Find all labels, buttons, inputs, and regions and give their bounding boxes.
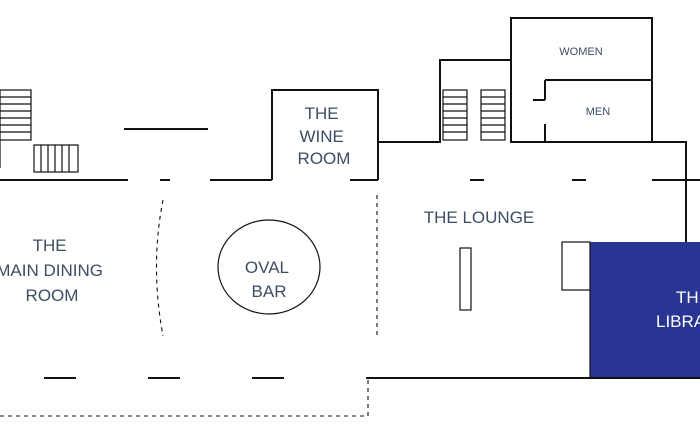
lounge-upper-wall — [378, 59, 545, 143]
lower-dashed-outline — [0, 378, 369, 417]
library-room[interactable] — [590, 242, 700, 378]
stairs-lounge-1 — [442, 89, 468, 141]
library-label: THE LIBRARY — [656, 288, 700, 331]
restroom-block-wall — [510, 17, 653, 143]
lounge-label: THE LOUNGE — [424, 208, 535, 227]
oval-bar-label: OVAL BAR — [245, 258, 293, 301]
women-restroom-label: WOMEN — [559, 46, 602, 58]
wine-room-label: THE WINE ROOM — [298, 104, 351, 168]
lounge-table — [459, 247, 472, 311]
library-counter — [561, 241, 591, 291]
stairs-lounge-2 — [480, 89, 506, 141]
right-block-wall — [652, 141, 687, 180]
wine-room-wall — [271, 89, 379, 180]
stairs-left-lower — [33, 144, 79, 173]
dining-bar-partition — [155, 199, 164, 337]
oval-bar-counter — [217, 219, 321, 315]
stairs-left-upper — [0, 89, 32, 168]
main-dining-room-label: THE MAIN DINING ROOM — [0, 236, 108, 305]
men-restroom-label: MEN — [586, 106, 611, 118]
